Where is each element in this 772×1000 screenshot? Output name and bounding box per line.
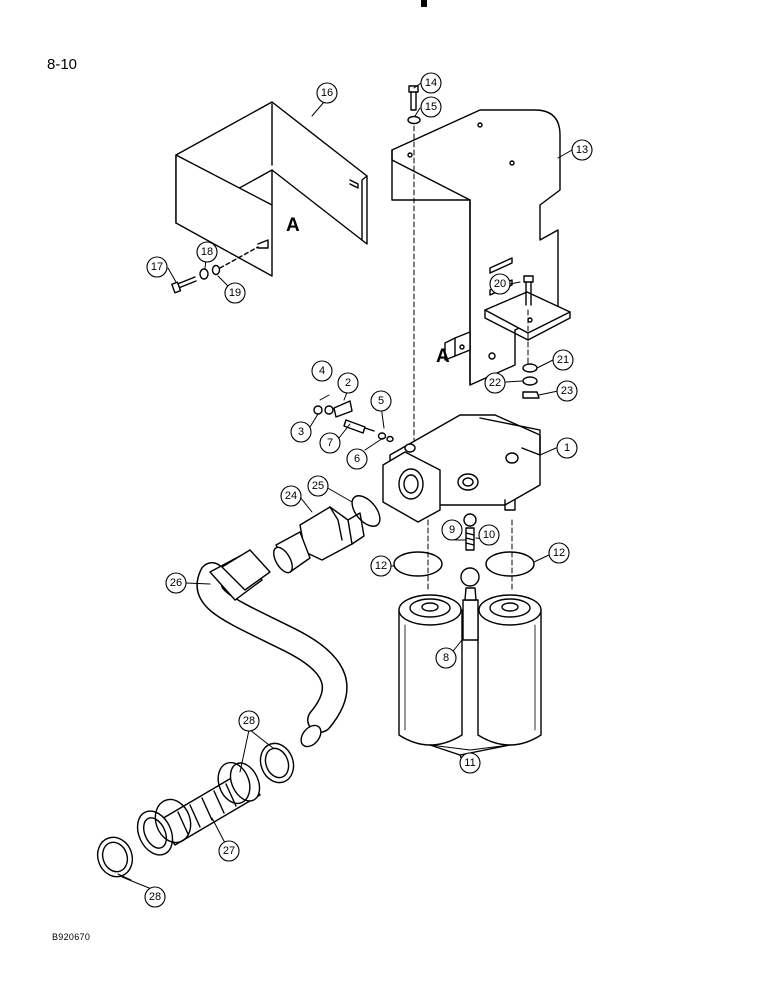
callout-16: 16 [316,82,338,104]
callout-12-left: 12 [370,555,392,577]
bleed-fittings [313,400,394,443]
svg-text:17: 17 [151,261,163,273]
fuel-filters [398,587,542,761]
callout-17: 17 [146,256,168,278]
callout-27: 27 [218,840,240,862]
callout-13: 13 [571,139,593,161]
callout-28-bottom: 28 [144,886,166,908]
section-letter-a-bracket: A [436,346,450,367]
callout-11: 11 [459,752,481,774]
shield-guard [175,101,368,277]
drawing-code: B920670 [52,932,91,942]
callout-8: 8 [435,647,457,669]
callout-21: 21 [552,349,574,371]
callout-6: 6 [346,448,368,470]
svg-text:19: 19 [229,287,241,299]
filter-seals [393,519,535,591]
svg-text:16: 16 [321,87,333,99]
bolt-and-washer [407,85,421,441]
callout-20: 20 [489,273,511,295]
callout-14: 14 [420,72,442,94]
callout-5: 5 [370,390,392,412]
callout-18: 18 [196,241,218,263]
svg-text:22: 22 [489,377,501,389]
svg-text:1: 1 [564,442,570,454]
connector-fitting [273,495,381,574]
callout-23: 23 [556,380,578,402]
svg-text:5: 5 [378,395,384,407]
flex-hose [136,762,261,856]
svg-text:28: 28 [243,715,255,727]
callout-3: 3 [290,421,312,443]
svg-text:11: 11 [464,757,475,769]
fuel-hose [196,549,348,748]
svg-text:20: 20 [494,278,506,290]
callout-2: 2 [337,372,359,394]
svg-text:14: 14 [425,77,437,89]
svg-text:7: 7 [327,437,333,449]
bracket-nuts [522,363,540,399]
section-letter-a-shield: A [286,215,300,236]
svg-text:15: 15 [425,101,437,113]
callout-24: 24 [280,485,302,507]
svg-text:8: 8 [443,652,449,664]
svg-text:26: 26 [170,577,182,589]
callout-22: 22 [484,372,506,394]
callout-1: 1 [556,437,578,459]
svg-text:21: 21 [557,354,569,366]
top-mark [421,0,427,7]
bracket-bolt [523,275,534,369]
mounting-bracket [391,109,571,386]
check-valve-parts [460,513,480,587]
page-number: 8-10 [47,56,78,73]
svg-text:10: 10 [483,529,495,541]
callout-7: 7 [319,432,341,454]
svg-text:18: 18 [201,246,213,258]
svg-text:4: 4 [319,365,325,377]
svg-text:28: 28 [149,891,161,903]
svg-text:6: 6 [354,453,360,465]
callout-4: 4 [311,360,333,382]
callout-12-right: 12 [548,542,570,564]
svg-text:12: 12 [375,560,387,572]
callout-9: 9 [441,519,463,541]
svg-text:2: 2 [345,377,351,389]
svg-text:12: 12 [553,547,565,559]
svg-text:9: 9 [449,524,455,536]
callout-15: 15 [420,96,442,118]
filter-head [382,414,541,523]
callout-25: 25 [307,475,329,497]
callout-10: 10 [478,524,500,546]
svg-text:24: 24 [285,490,297,502]
svg-text:13: 13 [576,144,588,156]
callouts: 1 2 3 4 5 6 7 8 9 10 11 12 12 13 14 15 1… [144,72,593,908]
svg-text:3: 3 [298,426,304,438]
svg-text:23: 23 [561,385,573,397]
leader-lines [117,82,573,891]
callout-28-top: 28 [238,710,260,732]
callout-26: 26 [165,572,187,594]
svg-text:25: 25 [312,480,324,492]
shield-fasteners [171,246,259,294]
callout-19: 19 [224,282,246,304]
svg-text:27: 27 [223,845,235,857]
hose-clamps [96,742,295,878]
